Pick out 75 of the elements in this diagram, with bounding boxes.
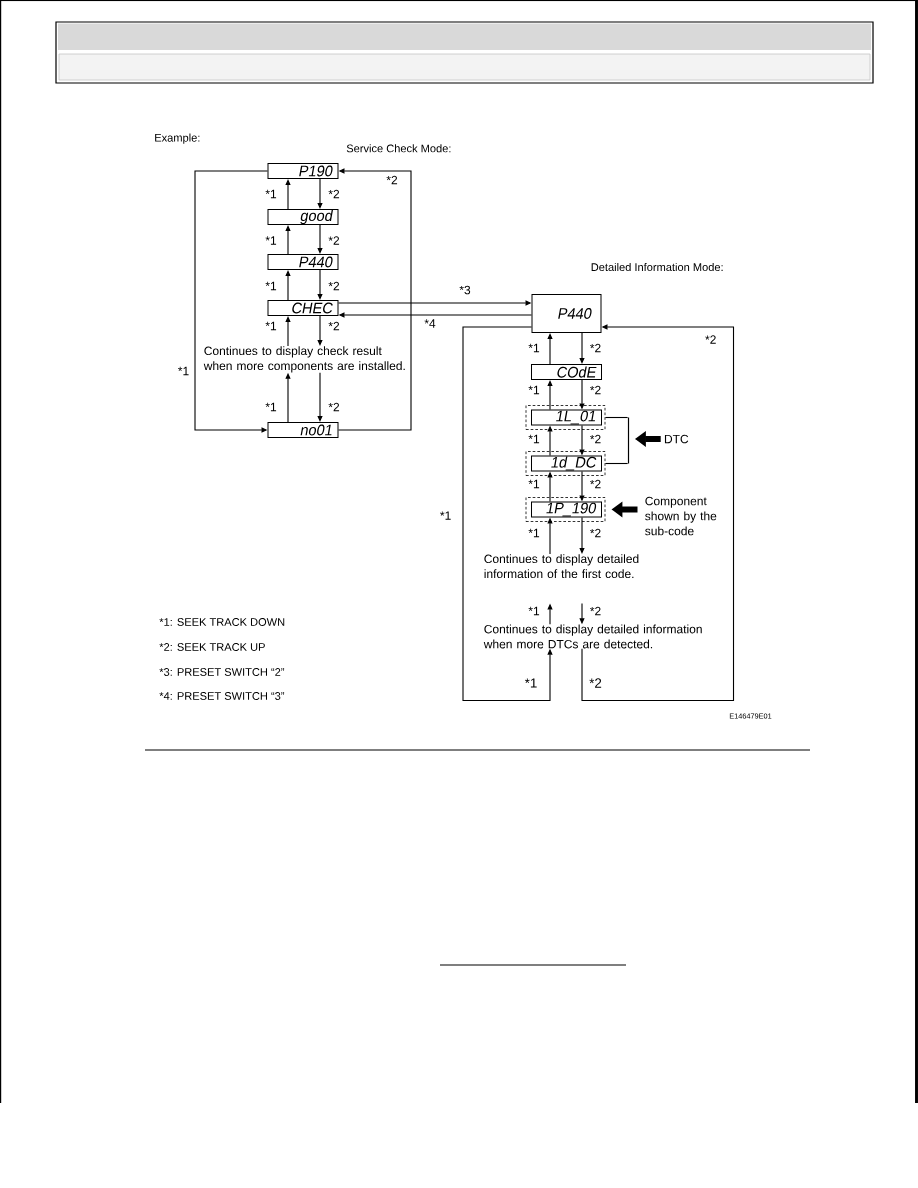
edge-label: *2 <box>589 479 602 489</box>
edge-label: *1 <box>264 281 278 291</box>
edge-label: *2 <box>327 321 341 331</box>
arrow <box>317 224 323 254</box>
note-text: Continues to display check result when more components are installed. <box>203 346 405 373</box>
display-box: CHEC <box>267 300 339 316</box>
key-text: *3: PRESET SWITCH “2” <box>159 668 285 676</box>
loop-arrow <box>194 170 269 433</box>
edge-label: *2 <box>385 175 399 185</box>
edge-label: *1 <box>527 606 541 616</box>
arrow-label: *1 <box>524 678 537 688</box>
bracket-bar <box>627 417 630 464</box>
arrow <box>579 332 585 364</box>
callout-text: DTC <box>664 434 689 444</box>
bracket-line <box>604 416 629 419</box>
note-text: Continues to display detailed information of the first code. <box>484 554 639 579</box>
display-box: P190 <box>267 163 339 179</box>
arrow <box>317 372 323 422</box>
dashed-frame <box>525 497 606 522</box>
arrow <box>285 225 291 255</box>
edge-label: *2 <box>589 606 602 616</box>
arrow-label: *2 <box>589 678 602 688</box>
edge-label: *2 <box>704 334 718 345</box>
display-box: no01 <box>267 422 339 438</box>
edge-label: *1 <box>527 479 541 489</box>
edge-label: *2 <box>327 281 341 291</box>
display-box: P440 <box>267 254 339 270</box>
display-box: COdE <box>531 364 602 380</box>
key-text: *4: PRESET SWITCH “3” <box>159 692 285 700</box>
edge-label: *2 <box>589 528 602 538</box>
bracket-line <box>604 462 629 465</box>
edge-label: *2 <box>327 189 341 199</box>
arrow <box>317 269 323 300</box>
arrow <box>579 516 585 554</box>
key-text: *1: SEEK TRACK DOWN <box>159 618 285 626</box>
arrow <box>285 270 291 301</box>
dashed-frame <box>525 405 606 430</box>
display-box: good <box>267 209 339 225</box>
edge-label: *2 <box>327 402 341 412</box>
edge-label: *1 <box>527 434 541 444</box>
display-box: 1P_190 <box>531 501 602 518</box>
edge-label: *2 <box>589 385 602 395</box>
arrow <box>547 380 553 411</box>
loop-arrow <box>462 326 553 702</box>
edge-label: *1 <box>439 510 452 521</box>
edge-label: *1 <box>264 402 278 412</box>
edge-label: *1 <box>177 366 190 376</box>
edge-label: *4 <box>423 318 437 329</box>
note-text: Continues to display detailed information when more DTCs are detected. <box>483 624 702 649</box>
edge-label: *2 <box>589 343 602 353</box>
edge-label: *2 <box>327 235 341 246</box>
edge-label: *1 <box>264 235 278 246</box>
display-box: P440 <box>531 294 602 333</box>
edge-label: *3 <box>458 285 472 295</box>
heading-text: Service Check Mode: <box>346 144 451 153</box>
dashed-frame <box>525 451 606 476</box>
edge-label: *2 <box>589 434 602 444</box>
edge-label: *1 <box>264 321 278 331</box>
arrow <box>285 316 291 347</box>
edge-label: *1 <box>527 385 541 395</box>
arrow <box>547 333 553 365</box>
display-box: 1d_DC <box>531 455 602 472</box>
heading-text: Detailed Information Mode: <box>591 262 723 272</box>
arrow <box>317 315 323 346</box>
note-text: Component shown by the sub-code <box>645 496 717 536</box>
edge-label: *1 <box>527 528 541 538</box>
edge-label: *1 <box>527 343 541 353</box>
arrow <box>285 179 291 210</box>
edge-label: *1 <box>264 189 278 199</box>
arrow <box>317 178 323 209</box>
loop-arrow <box>581 324 735 702</box>
display-box: 1L_01 <box>531 409 602 426</box>
heading-text: Example: <box>155 133 200 144</box>
key-text: *2: SEEK TRACK UP <box>159 643 265 651</box>
loop-arrow <box>337 168 412 431</box>
